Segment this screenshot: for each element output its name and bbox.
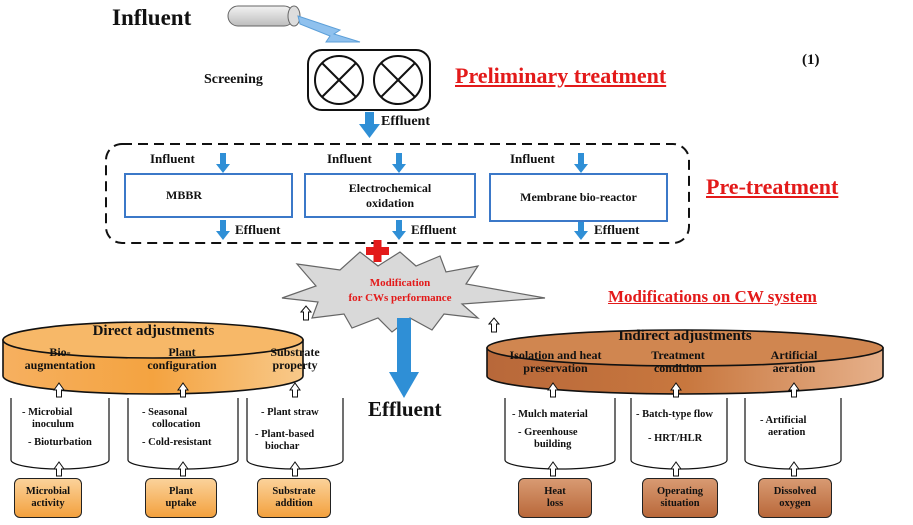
unit1-influent: Influent xyxy=(150,151,195,166)
modification-line2: for CWs performance xyxy=(348,292,452,304)
unit1-effluent: Effluent xyxy=(235,222,281,237)
hollow-up-arrows xyxy=(53,382,800,477)
mbbr-label: MBBR xyxy=(166,188,202,202)
unit3-influent: Influent xyxy=(510,151,555,166)
indirect-title: Indirect adjustments xyxy=(618,328,752,344)
screening-unit xyxy=(307,49,431,111)
direct-items-2: - Seasonal collocation - Cold-resistant xyxy=(142,407,212,449)
unit2-influent: Influent xyxy=(327,151,372,166)
mbr-label: Membrane bio-reactor xyxy=(520,190,637,204)
arrow-center-effluent xyxy=(389,318,419,398)
indirect-items-1: - Mulch material - Greenhouse building xyxy=(512,409,588,451)
modification-line1: Modification xyxy=(369,277,431,289)
electrochemical-label: Electrochemical oxidation xyxy=(348,180,432,210)
indirect-items-3: - Artificial aeration xyxy=(760,415,807,439)
heading-pretreatment: Pre-treatment xyxy=(706,174,839,199)
direct-items-3: - Plant straw - Plant-based biochar xyxy=(255,407,319,453)
indirect-sub-cylinders xyxy=(504,398,842,470)
direct-cylinder xyxy=(2,321,304,395)
heading-preliminary: Preliminary treatment xyxy=(455,63,667,88)
top-influent-label: Influent xyxy=(112,5,192,30)
mbbr-box: MBBR xyxy=(124,173,293,218)
unit2-effluent: Effluent xyxy=(411,222,457,237)
pipe-icon xyxy=(227,5,301,27)
modification-starburst xyxy=(281,251,546,333)
arrow-direct-up xyxy=(299,305,313,321)
unit3-effluent: Effluent xyxy=(594,222,640,237)
mbr-box: Membrane bio-reactor xyxy=(489,173,668,222)
screening-label: Screening xyxy=(204,72,263,87)
figure-index: (1) xyxy=(802,52,820,68)
center-effluent-label: Effluent xyxy=(368,397,442,421)
direct-head-1: Bio-augmentation xyxy=(24,345,96,373)
plus-icon xyxy=(366,240,389,262)
water-jet-icon xyxy=(297,15,361,43)
indirect-items-2: - Batch-type flow - HRT/HLR xyxy=(636,409,713,445)
top-effluent-label: Effluent xyxy=(381,114,430,129)
direct-title: Direct adjustments xyxy=(92,323,215,339)
heading-modifications: Modifications on CW system xyxy=(608,287,817,306)
electrochemical-box: Electrochemical oxidation xyxy=(304,173,476,218)
direct-items-1: - Microbial inoculum - Bioturbation xyxy=(22,407,92,449)
indirect-cylinder xyxy=(486,329,884,395)
pretreatment-frame xyxy=(105,143,690,244)
arrow-indirect-up xyxy=(487,317,501,333)
arrow-screen-to-pretreat xyxy=(359,112,380,138)
pretreatment-arrows xyxy=(216,153,588,240)
